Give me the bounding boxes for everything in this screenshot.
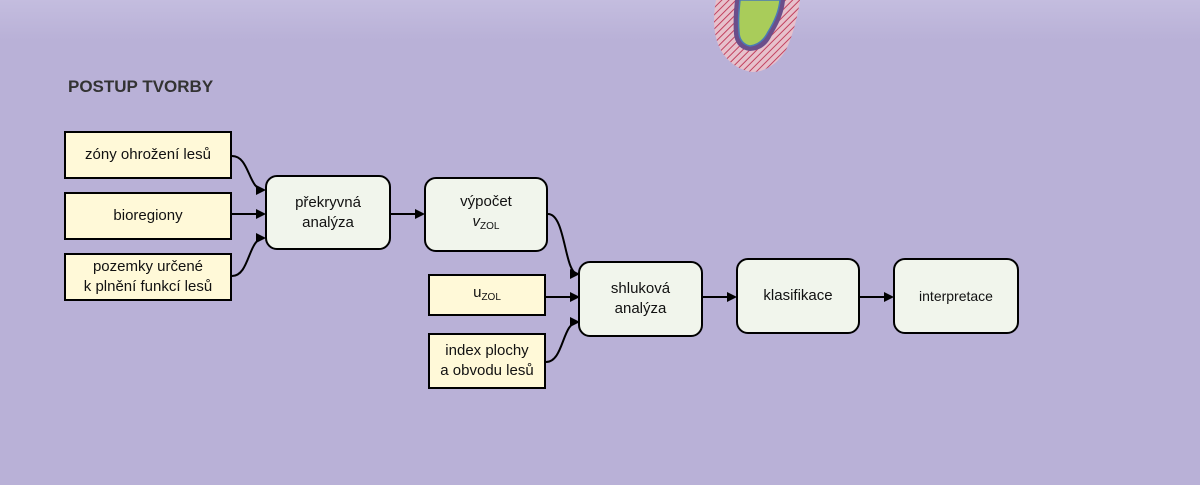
process-classification-label: klasifikace: [763, 287, 833, 304]
input-index: index plochy a obvodu lesů: [428, 333, 546, 389]
process-calc-line1: výpočet: [460, 193, 512, 210]
process-overlay-analysis: překryvná analýza: [265, 175, 391, 250]
process-calc-v: v: [472, 213, 481, 230]
input-u-zol: uZOL: [428, 274, 546, 316]
input-forest-land-line1: pozemky určené: [92, 258, 204, 275]
input-u-subscript: ZOL: [481, 291, 501, 303]
arrow-index-to-cluster: [545, 317, 580, 363]
input-index-line1: index plochy: [445, 342, 529, 359]
input-bioregions: bioregiony: [64, 192, 232, 240]
input-forest-land: pozemky určené k plnění funkcí lesů: [64, 253, 232, 301]
process-calc-subscript: ZOL: [480, 221, 500, 232]
process-overlay-line2: analýza: [302, 213, 354, 231]
process-calculation: výpočet vZOL: [424, 177, 548, 252]
input-forest-land-line2: k plnění funkcí lesů: [83, 278, 213, 295]
input-u-letter: u: [473, 283, 482, 301]
page-title: POSTUP TVORBY: [68, 77, 214, 96]
arrow-calc-to-cluster: [547, 213, 580, 279]
process-cluster-line2: analýza: [614, 300, 667, 317]
arrow-zones-to-overlay: [231, 155, 266, 195]
process-classification: klasifikace: [736, 258, 860, 334]
process-interpretation: interpretace: [893, 258, 1019, 334]
input-index-line2: a obvodu lesů: [440, 362, 534, 379]
input-zones: zóny ohrožení lesů: [64, 131, 232, 179]
arrow-land-to-overlay: [231, 233, 266, 277]
input-bioregions-label: bioregiony: [113, 207, 183, 224]
input-zones-label: zóny ohrožení lesů: [85, 146, 211, 163]
process-cluster-line1: shluková: [610, 280, 671, 297]
process-overlay-line1: překryvná: [295, 193, 361, 211]
process-interpretation-label: interpretace: [919, 288, 993, 304]
process-cluster-analysis: shluková analýza: [578, 261, 703, 337]
